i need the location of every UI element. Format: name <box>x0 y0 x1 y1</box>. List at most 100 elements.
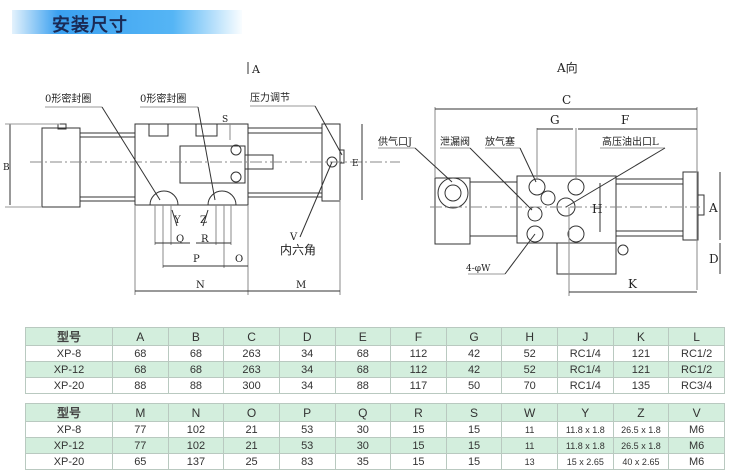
cell: 21 <box>223 437 280 454</box>
header-cell: H <box>501 327 558 346</box>
cell: 112 <box>390 345 447 362</box>
cell: 117 <box>390 377 447 394</box>
cell: RC3/4 <box>668 377 725 394</box>
supply-port-label: 供气口J <box>378 135 412 148</box>
cell: 88 <box>112 377 169 394</box>
cell: 300 <box>223 377 280 394</box>
cell: RC1/2 <box>668 361 725 378</box>
cell: 15 x 2.65 <box>557 453 614 470</box>
cell: M6 <box>668 437 725 454</box>
header-cell: P <box>278 403 336 422</box>
a-view <box>378 107 721 296</box>
cell: 15 <box>390 437 447 454</box>
view-a-title: A向 <box>556 60 578 75</box>
cell: 70 <box>501 377 558 394</box>
cell: 13 <box>501 453 558 470</box>
cell: 11 <box>501 421 558 438</box>
cell: XP-12 <box>25 437 113 454</box>
cell: 263 <box>223 361 280 378</box>
cell: 52 <box>501 345 558 362</box>
cell: 21 <box>223 421 280 438</box>
cell: 137 <box>167 453 225 470</box>
cell: 88 <box>167 377 225 394</box>
cell: 102 <box>167 437 225 454</box>
cell: 121 <box>612 361 670 378</box>
header-cell: R <box>390 403 447 422</box>
cell: 30 <box>334 421 392 438</box>
dim-q: Q <box>176 234 184 245</box>
header-cell: N <box>167 403 225 422</box>
header-cell: L <box>668 327 725 346</box>
cell: 15 <box>390 421 447 438</box>
dim-v: V <box>289 232 298 243</box>
header-cell: G <box>445 327 503 346</box>
technical-drawing: A 0形密封圈 0形密封圈 压力调节 B E S Y Z Q R P O N M… <box>3 60 721 296</box>
cell: XP-20 <box>25 377 113 394</box>
cell: 68 <box>112 361 169 378</box>
cell: XP-8 <box>25 421 113 438</box>
header-cell: A <box>112 327 169 346</box>
cell: 121 <box>612 345 670 362</box>
cell: RC1/4 <box>557 361 614 378</box>
cell: 15 <box>445 437 503 454</box>
header-cell: 型号 <box>25 403 113 422</box>
dim-a: A <box>708 201 718 215</box>
cell: 68 <box>167 361 225 378</box>
cell: 34 <box>278 377 336 394</box>
pressure-adjust-label: 压力调节 <box>250 91 290 104</box>
dim-d: D <box>709 252 719 266</box>
o-ring-label-2: 0形密封圈 <box>140 92 186 105</box>
header-cell: V <box>668 403 725 422</box>
cell: 68 <box>334 361 392 378</box>
cell: 11 <box>501 437 558 454</box>
hex-socket-label: 内六角 <box>280 243 316 257</box>
cell: 135 <box>612 377 670 394</box>
dim-o: O <box>235 254 243 265</box>
cell: 53 <box>278 421 336 438</box>
cell: 65 <box>112 453 169 470</box>
cell: 77 <box>112 421 169 438</box>
cell: 52 <box>501 361 558 378</box>
cell: 112 <box>390 361 447 378</box>
dim-e: E <box>352 159 359 169</box>
header-cell: O <box>223 403 280 422</box>
dim-f: F <box>621 113 629 127</box>
header-cell: M <box>112 403 169 422</box>
cell: 15 <box>445 453 503 470</box>
dim-s: S <box>222 115 228 125</box>
dim-r: R <box>201 234 209 245</box>
cell: 263 <box>223 345 280 362</box>
header-cell: F <box>390 327 447 346</box>
dim-k: K <box>628 277 638 291</box>
cell: 68 <box>334 345 392 362</box>
view-arrow-label: A <box>251 63 261 76</box>
dim-g: G <box>550 113 560 127</box>
header-cell: K <box>612 327 670 346</box>
header-cell: Q <box>334 403 392 422</box>
cell: 15 <box>445 421 503 438</box>
header-cell: E <box>334 327 392 346</box>
cell: 42 <box>445 361 503 378</box>
cell: 68 <box>112 345 169 362</box>
cell: 40 x 2.65 <box>612 453 670 470</box>
cell: 11.8 x 1.8 <box>557 437 614 454</box>
dim-b: B <box>3 163 10 173</box>
cell: 35 <box>334 453 392 470</box>
header-cell: C <box>223 327 280 346</box>
cell: M6 <box>668 453 725 470</box>
cell: 68 <box>167 345 225 362</box>
o-ring-label-1: 0形密封圈 <box>45 92 91 105</box>
cell: 102 <box>167 421 225 438</box>
cell: M6 <box>668 421 725 438</box>
cell: RC1/4 <box>557 345 614 362</box>
cell: 50 <box>445 377 503 394</box>
header-cell: Y <box>557 403 614 422</box>
